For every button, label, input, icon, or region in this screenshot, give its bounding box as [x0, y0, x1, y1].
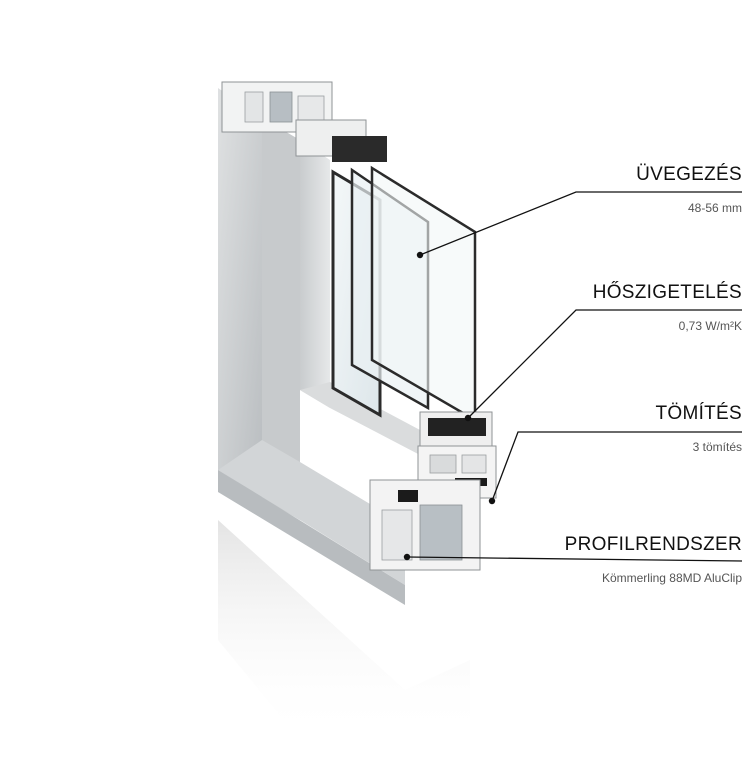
- leader-line-seal: [491, 431, 742, 502]
- callout-value: 3 tömítés: [692, 440, 742, 454]
- callout-profile-system: PROFILRENDSZER Kömmerling 88MD AluClip: [442, 534, 742, 586]
- leader-line-profile: [406, 556, 742, 562]
- frame-rail-front: [218, 470, 405, 605]
- frame-stile-front: [262, 118, 300, 520]
- callout-title: TÖMÍTÉS: [655, 403, 742, 424]
- callout-title: PROFILRENDSZER: [564, 534, 742, 555]
- floor-reflection: [218, 520, 470, 740]
- callout-value: 48-56 mm: [687, 201, 742, 215]
- profile-section-bottom: [369, 411, 497, 571]
- callout-insulation: HŐSZIGETELÉS 0,73 W/m²K: [442, 282, 742, 334]
- profile-section-top: [221, 81, 387, 162]
- callout-seal: TÖMÍTÉS 3 tömítés: [442, 403, 742, 455]
- frame-stile-face: [218, 88, 262, 498]
- sash-stile: [300, 140, 330, 408]
- frame-rail-face: [218, 440, 405, 585]
- callout-value: Kömmerling 88MD AluClip: [601, 571, 742, 585]
- callout-glazing: ÜVEGEZÉS 48-56 mm: [442, 164, 742, 216]
- leader-lines: [406, 191, 742, 562]
- callout-value: 0,73 W/m²K: [678, 319, 742, 333]
- callout-title: ÜVEGEZÉS: [636, 164, 742, 185]
- leader-line-insulation: [467, 309, 742, 419]
- sash-rail: [300, 382, 420, 455]
- callout-title: HŐSZIGETELÉS: [592, 282, 742, 303]
- leader-dots: [403, 251, 496, 561]
- leader-line-glazing: [419, 191, 742, 256]
